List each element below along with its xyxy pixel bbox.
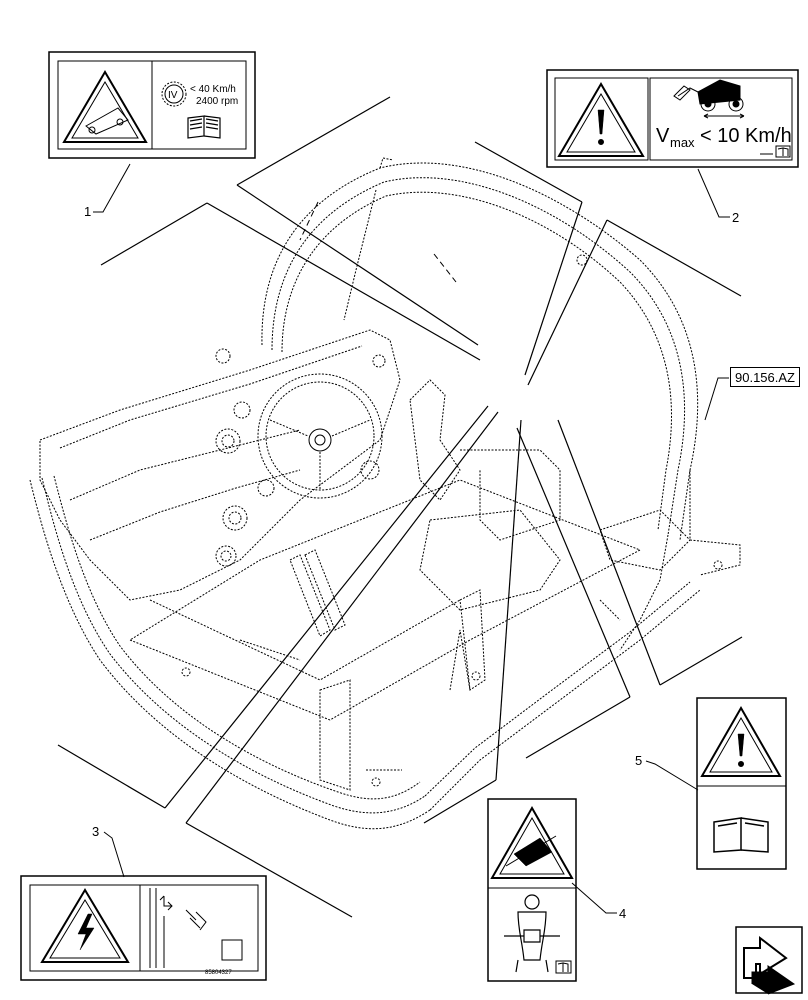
callout-2: 2 bbox=[732, 210, 739, 225]
decal2-v: V bbox=[656, 125, 670, 147]
warning-triangle-icon bbox=[700, 705, 782, 777]
callout-5: 5 bbox=[635, 753, 642, 768]
decal1-speed: < 40 Km/h bbox=[190, 84, 236, 95]
leader-lines bbox=[57, 96, 743, 918]
tipping-hazard-icon bbox=[490, 805, 574, 879]
decal3-part-no: 85804327 bbox=[205, 970, 232, 976]
manual-book-icon bbox=[187, 115, 221, 139]
warning-triangle-icon bbox=[557, 82, 645, 157]
steering-wheel bbox=[257, 373, 383, 499]
electric-hazard-icon bbox=[40, 888, 130, 963]
cab-structure bbox=[29, 157, 741, 830]
manual-book-icon bbox=[760, 145, 791, 158]
telehandler-icon bbox=[673, 79, 745, 119]
callout-4: 4 bbox=[619, 906, 626, 921]
decal-3: 85804327 bbox=[20, 875, 267, 981]
callout-leaders bbox=[93, 163, 730, 914]
overhead-line-icon bbox=[149, 888, 243, 968]
decal-5 bbox=[696, 697, 787, 870]
decal-1: IV < 40 Km/h 2400 rpm bbox=[48, 51, 256, 159]
warning-triangle-icon bbox=[62, 70, 148, 143]
callout-1: 1 bbox=[84, 204, 91, 219]
reference-code-box: 90.156.AZ bbox=[730, 367, 800, 387]
decal-2: V max < 10 Km/h bbox=[546, 69, 799, 168]
decal2-limit: < 10 Km/h bbox=[700, 125, 792, 147]
decal-4 bbox=[487, 798, 577, 982]
decal1-rpm: 2400 rpm bbox=[196, 96, 238, 107]
callout-3: 3 bbox=[92, 824, 99, 839]
next-page-arrow-icon[interactable] bbox=[735, 926, 803, 995]
manual-book-icon bbox=[713, 817, 769, 853]
decal2-sub: max bbox=[670, 135, 695, 150]
manual-book-icon bbox=[555, 960, 572, 974]
gear-icon bbox=[161, 81, 187, 107]
gear-symbol: IV bbox=[168, 90, 178, 101]
dashboard-gauges bbox=[181, 254, 723, 787]
seatbelt-icon bbox=[504, 894, 560, 973]
